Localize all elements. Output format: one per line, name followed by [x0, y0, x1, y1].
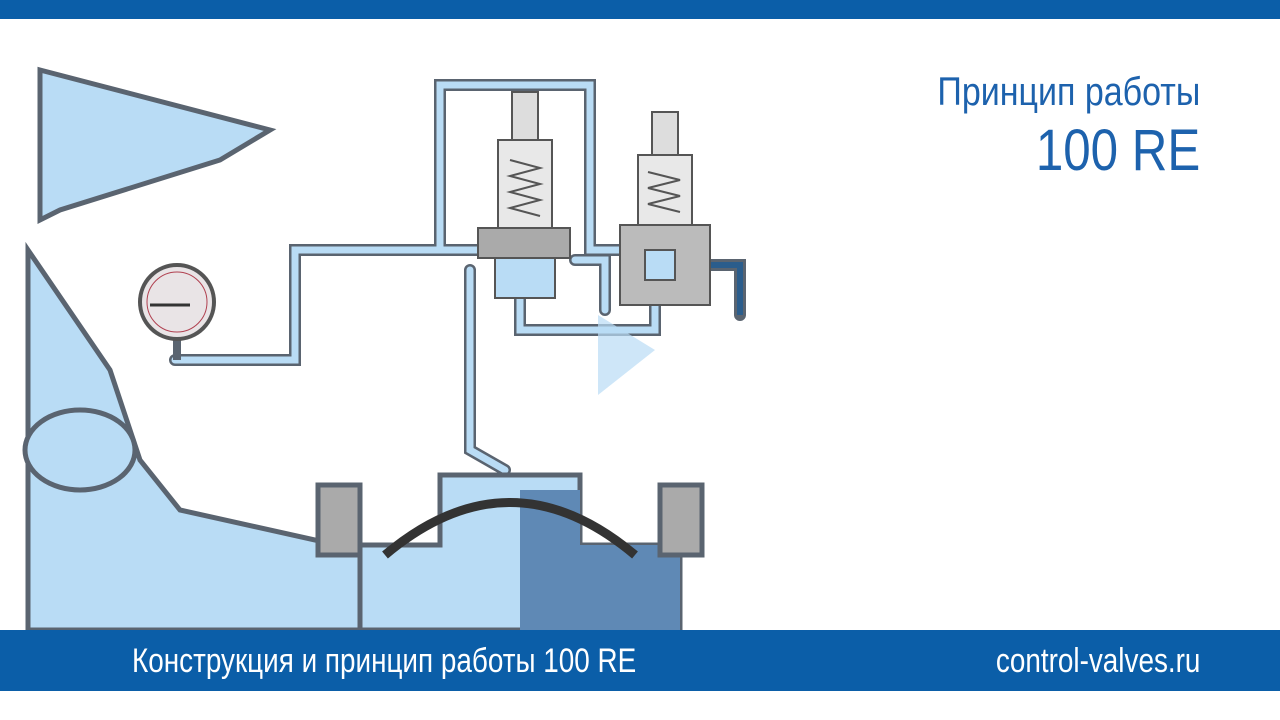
- pilot-valve-1: [477, 91, 571, 299]
- site-link[interactable]: control-valves.ru: [995, 642, 1200, 680]
- pressure-gauge: [138, 263, 216, 360]
- caption-text: Конструкция и принцип работы 100 RE: [132, 642, 637, 680]
- title-line-2: 100 RE: [1035, 118, 1200, 183]
- main-valve-body: [315, 472, 705, 633]
- inlet-pipe: [22, 66, 363, 633]
- top-bar: [0, 0, 1280, 19]
- page-title: Принцип работы 100 RE: [891, 70, 1200, 184]
- pilot-valve-2: [619, 111, 711, 306]
- title-line-1: Принцип работы: [937, 70, 1200, 114]
- caption-bar: Конструкция и принцип работы 100 RE cont…: [0, 630, 1280, 691]
- flow-arrow: [598, 315, 655, 395]
